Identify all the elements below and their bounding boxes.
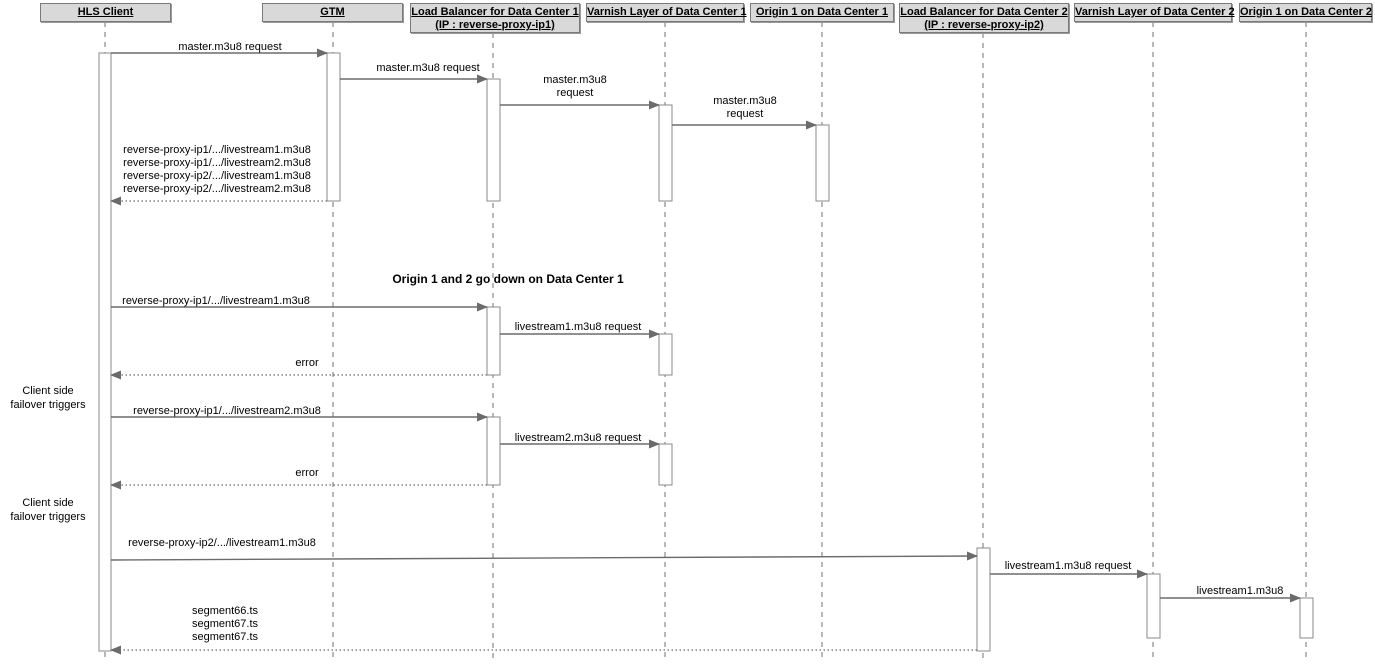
participant-lb2[interactable]: Load Balancer for Data Center 2(IP : rev…	[899, 3, 1069, 33]
activation-varnish2-stream1	[1146, 573, 1161, 639]
participant-label: Varnish Layer of Data Center 1	[587, 6, 747, 18]
participant-label: Origin 1 on Data Center 2	[1240, 6, 1373, 18]
participant-lb1[interactable]: Load Balancer for Data Center 1(IP : rev…	[410, 3, 580, 33]
participant-origin2[interactable]: Origin 1 on Data Center 2	[1239, 3, 1372, 22]
participant-label: Load Balancer for Data Center 2	[900, 6, 1068, 18]
msg-stream2-lb1-varnish1-label: livestream2.m3u8 request	[514, 432, 642, 444]
note-origins-down: Origin 1 and 2 go down on Data Center 1	[392, 272, 624, 286]
msg-error-2-label: error	[295, 467, 319, 479]
participant-varnish1[interactable]: Varnish Layer of Data Center 1	[586, 3, 747, 22]
participant-varnish2[interactable]: Varnish Layer of Data Center 2	[1074, 3, 1235, 22]
activation-lb1-stream2	[486, 416, 501, 486]
participant-label: Varnish Layer of Data Center 2	[1075, 6, 1235, 18]
participant-hls[interactable]: HLS Client	[40, 3, 171, 22]
participant-gtm[interactable]: GTM	[262, 3, 403, 22]
msg-stream1-dc2-hls-lb2-arrow	[110, 551, 978, 561]
participant-label: (IP : reverse-proxy-ip1)	[435, 19, 555, 31]
side-note-failover-1: Client side failover triggers	[10, 385, 86, 411]
activation-lb1-stream1	[486, 306, 501, 376]
activations-group	[98, 52, 1314, 652]
activation-gtm-master	[326, 52, 341, 202]
participant-label: (IP : reverse-proxy-ip2)	[924, 19, 1044, 31]
msg-master-varnish1-origin1-label: master.m3u8 request	[713, 95, 777, 120]
msg-master-gtm-lb1-label: master.m3u8 request	[376, 62, 480, 74]
msg-stream1-lb2-varnish2-label: livestream1.m3u8 request	[1004, 560, 1132, 572]
msg-master-return-label: reverse-proxy-ip1/.../livestream1.m3u8 r…	[123, 144, 311, 195]
activation-varnish1-stream2	[658, 443, 673, 486]
msg-stream1-hls-lb1-label: reverse-proxy-ip1/.../livestream1.m3u8	[122, 295, 310, 307]
activation-varnish1-stream1	[658, 333, 673, 376]
activation-lb2-stream1	[976, 547, 991, 652]
participant-label: GTM	[320, 6, 345, 18]
msg-stream1-lb1-varnish1-label: livestream1.m3u8 request	[514, 321, 642, 333]
msg-stream1-dc2-hls-lb2-label: reverse-proxy-ip2/.../livestream1.m3u8	[128, 537, 316, 549]
activation-origin2-stream1	[1299, 597, 1314, 639]
participant-label: Load Balancer for Data Center 1	[411, 6, 579, 18]
activation-varnish1-master	[658, 104, 673, 202]
activation-origin1-master	[815, 124, 830, 202]
messages-group	[110, 48, 1301, 655]
participant-label: Origin 1 on Data Center 1	[755, 6, 889, 18]
msg-stream1-varnish2-origin2-label: livestream1.m3u8	[1196, 585, 1284, 597]
msg-master-lb1-varnish1-label: master.m3u8 request	[543, 74, 607, 99]
msg-segments-return-label: segment66.ts segment67.ts segment67.ts	[191, 605, 259, 643]
activation-hls-main	[98, 52, 112, 652]
activation-lb1-master	[486, 78, 501, 202]
participant-origin1[interactable]: Origin 1 on Data Center 1	[750, 3, 894, 22]
msg-master-hls-gtm-label: master.m3u8 request	[178, 41, 282, 53]
participant-label: HLS Client	[77, 6, 134, 18]
msg-error-1-label: error	[295, 357, 319, 369]
msg-stream2-hls-lb1-label: reverse-proxy-ip1/.../livestream2.m3u8	[133, 405, 321, 417]
side-note-failover-2: Client side failover triggers	[10, 497, 86, 523]
